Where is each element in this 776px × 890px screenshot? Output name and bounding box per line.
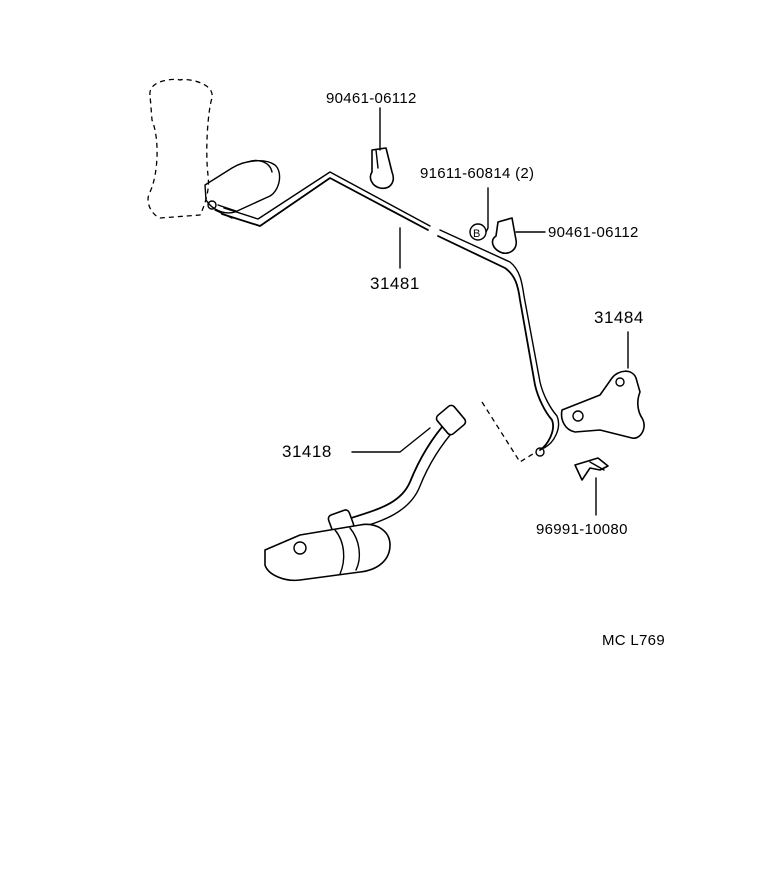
release-cylinder [264, 523, 391, 582]
bracket-31484 [560, 370, 645, 439]
label-clip-right: 90461-06112 [548, 224, 639, 241]
leader-lines [351, 107, 629, 516]
label-bolt: 91611-60814 (2) [420, 165, 534, 182]
label-tube: 31481 [370, 274, 420, 293]
master-cylinder [147, 78, 281, 219]
label-clip-upper: 90461-06112 [326, 90, 417, 107]
clutch-tube-lower [437, 229, 560, 457]
label-hose: 31418 [282, 442, 332, 461]
hose-31418 [327, 404, 467, 535]
clip-upper [369, 147, 395, 190]
clutch-tube-31481 [221, 171, 431, 231]
label-clip-lower: 96991-10080 [536, 521, 628, 538]
bolt-marker-b: B [473, 228, 481, 240]
clip-lower [574, 457, 609, 481]
connection-dashed [481, 401, 537, 463]
diagram-code: MC L769 [602, 632, 665, 649]
label-bracket: 31484 [594, 308, 644, 327]
clip-right [469, 217, 518, 255]
